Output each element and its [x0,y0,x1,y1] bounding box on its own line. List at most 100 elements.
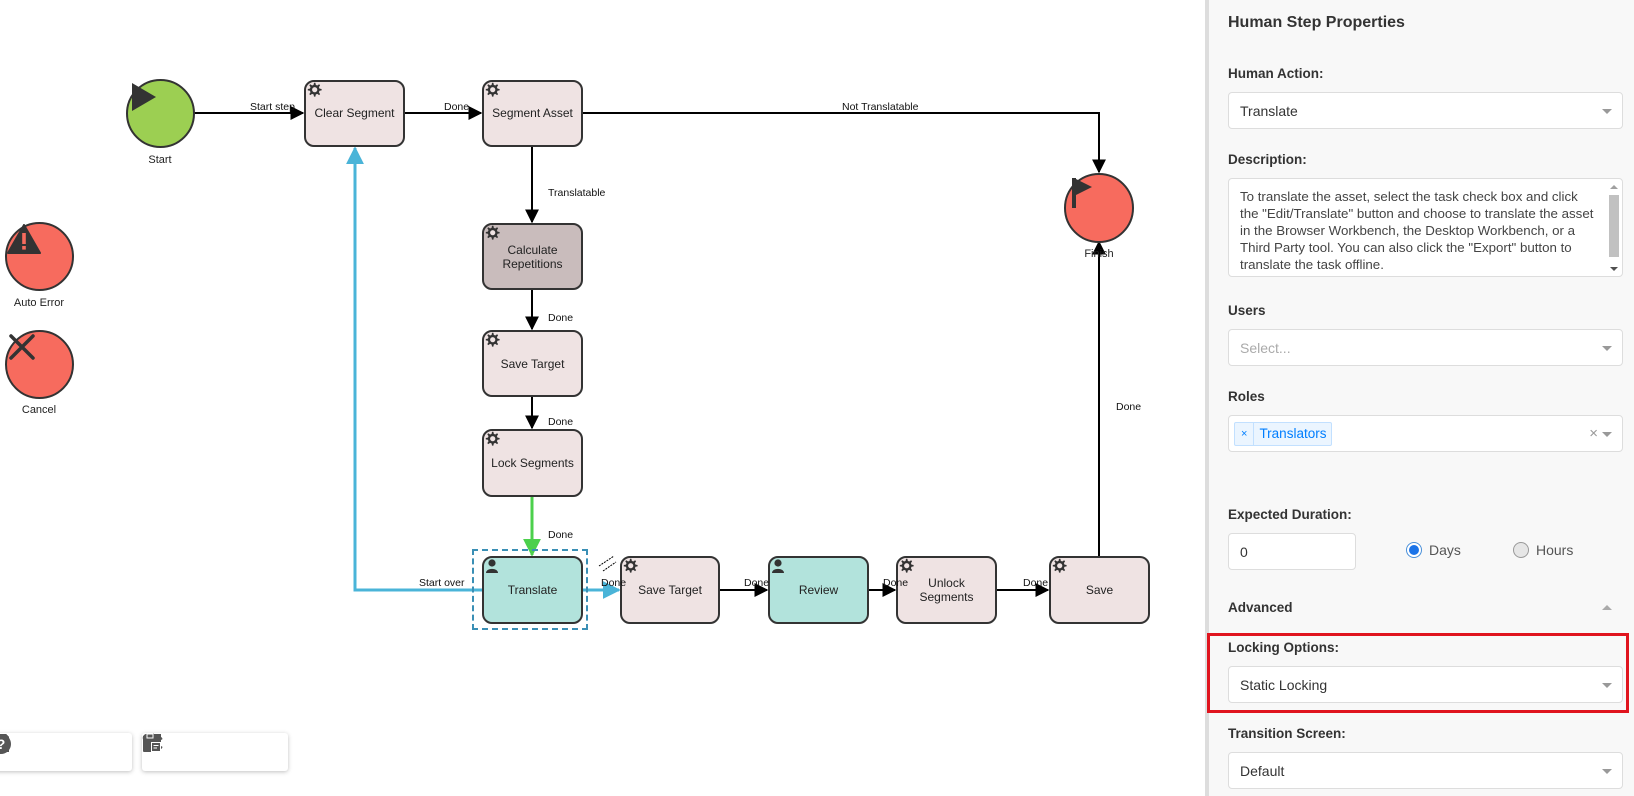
locking-options-value: Static Locking [1240,676,1328,693]
expected-duration-input[interactable]: 0 [1228,533,1356,570]
users-label: Users [1228,303,1266,318]
description-label: Description: [1228,152,1307,167]
radio-hours[interactable]: Hours [1513,542,1573,558]
locking-options-label: Locking Options: [1228,640,1339,655]
svg-text:?: ? [0,736,5,752]
description-textarea[interactable]: To translate the asset, select the task … [1228,178,1623,277]
auto-error-label: Auto Error [13,297,65,309]
copy-button[interactable] [142,734,250,769]
radio-hours-label: Hours [1536,542,1574,558]
radio-hours-dot[interactable] [1513,542,1529,558]
edit-toolbar [142,733,288,771]
node-label: Lock Segments [491,456,574,470]
save-as-button[interactable] [0,734,58,769]
start-event[interactable] [126,79,195,148]
selection-outline [472,549,588,630]
radio-days-dot[interactable] [1406,542,1422,558]
close-icon [9,334,35,360]
flag-icon [1072,178,1092,208]
edges-layer [194,106,1106,599]
node-lock-segments[interactable]: Lock Segments [482,429,583,497]
cancel-event[interactable] [5,330,74,399]
role-tag: × Translators [1234,421,1333,446]
gear-icon [1052,558,1067,573]
help-icon: ? [0,734,11,754]
panel-title: Human Step Properties [1228,14,1405,31]
save-workflow-button[interactable] [0,734,92,769]
node-calculate-repetitions[interactable]: Calculate Repetitions [482,223,583,290]
workflow-canvas[interactable]: Start Finish Auto Error Cancel Clear Seg… [0,0,1205,796]
highlight-box [1207,633,1629,713]
expected-duration-label: Expected Duration: [1228,507,1352,522]
chevron-down-icon [1602,431,1612,437]
auto-error-event[interactable] [5,222,74,291]
edge-start-over[interactable] [346,146,482,592]
users-select[interactable]: Select... [1228,329,1623,366]
gear-icon [899,558,914,573]
edge-label: Done [548,416,574,428]
node-translate[interactable]: Translate [482,556,583,624]
paste-button[interactable] [143,733,284,769]
remove-tag-icon[interactable]: × [1235,422,1255,445]
node-save[interactable]: Save [1049,556,1150,624]
edge-label: Translatable [548,187,606,199]
node-unlock-segments[interactable]: Unlock Segments [896,556,997,624]
scroll-up-icon[interactable] [1610,185,1618,189]
locking-options-select[interactable]: Static Locking [1228,666,1623,703]
scroll-thumb[interactable] [1609,195,1619,257]
chevron-up-icon[interactable] [1602,605,1612,610]
node-clear-segment[interactable]: Clear Segment [304,80,405,147]
finish-event[interactable] [1064,173,1134,243]
chevron-down-icon [1602,768,1612,774]
chevron-down-icon [1602,682,1612,688]
edge-label: Done [1023,577,1049,589]
help-button[interactable]: ? [0,734,126,769]
radio-days[interactable]: Days [1406,542,1461,558]
node-segment-asset[interactable]: Segment Asset [482,80,583,147]
radio-days-label: Days [1429,542,1461,558]
description-text: To translate the asset, select the task … [1240,189,1594,272]
gear-icon [623,558,638,573]
start-label: Start [148,154,172,166]
play-icon [132,83,156,111]
node-label: Segment Asset [492,105,573,120]
node-label: Save Target [638,583,702,597]
gear-icon [485,82,500,97]
edge-label: Done [601,577,627,589]
finish-label: Finish [1084,248,1114,260]
chevron-down-icon [1602,108,1612,114]
human-action-value: Translate [1240,102,1298,119]
node-save-target-2[interactable]: Save Target [620,556,720,624]
edge-label: Done [744,577,770,589]
user-icon [486,559,498,573]
roles-label: Roles [1228,389,1265,404]
connect-handle-icon[interactable] [598,555,617,572]
human-action-select[interactable]: Translate [1228,92,1623,129]
cut-button[interactable] [142,733,216,769]
gear-icon [485,431,500,446]
file-toolbar: ? [0,733,132,771]
node-label: Unlock Segments [919,576,974,604]
roles-select[interactable]: × Translators × [1228,415,1623,452]
node-label: Translate [507,583,558,597]
node-label: Calculate Repetitions [502,242,563,271]
edge-label: Done [548,312,574,324]
clear-icon[interactable]: × [1589,425,1598,442]
node-review[interactable]: Review [768,556,869,624]
scroll-down-icon[interactable] [1610,267,1618,271]
user-icon [772,559,784,573]
advanced-toggle[interactable]: Advanced [1228,600,1293,615]
human-action-label: Human Action: [1228,66,1324,81]
transition-screen-select[interactable]: Default [1228,752,1623,789]
expected-duration-value: 0 [1240,543,1248,560]
gear-icon [485,225,500,240]
edge-not-translatable[interactable] [583,112,1106,174]
edge-label: Done [548,529,574,541]
node-save-target-1[interactable]: Save Target [482,330,583,397]
gear-icon [485,332,500,347]
edge-label: Start step [250,101,295,113]
description-scrollbar[interactable] [1608,181,1620,275]
node-label: Clear Segment [314,105,395,120]
edge-label: Done [444,101,470,113]
users-placeholder: Select... [1240,339,1291,356]
